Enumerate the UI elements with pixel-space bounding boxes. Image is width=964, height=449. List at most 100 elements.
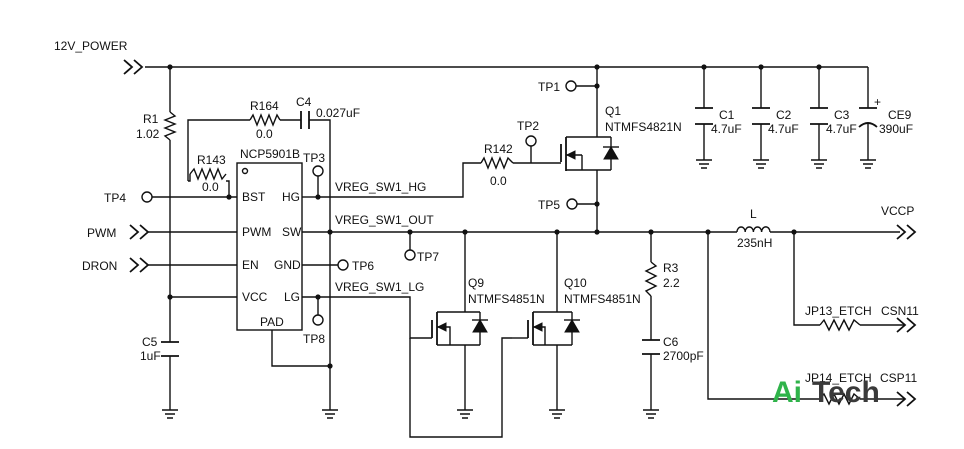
label-tp3: TP3 <box>303 151 325 165</box>
label-q10-value: NTMFS4851N <box>564 292 641 306</box>
net-label-dron: DRON <box>82 259 117 273</box>
ic-pin-sw: SW <box>282 225 302 239</box>
resistor-jp13 <box>819 318 861 332</box>
resistor-r164 <box>249 113 281 127</box>
label-jp13: JP13_ETCH <box>805 304 872 318</box>
ground-icon <box>162 409 178 419</box>
label-ce9-value: 390uF <box>879 122 913 136</box>
ground-icon <box>696 159 712 169</box>
label-l-value: 235nH <box>737 236 772 250</box>
capacitor-c5 <box>161 341 179 357</box>
net-label-hg: VREG_SW1_HG <box>335 180 426 194</box>
resistor-jp14 <box>819 392 861 406</box>
ic-pin-lg: LG <box>284 290 300 304</box>
net-label-csp: CSP11 <box>880 371 917 385</box>
label-c5-ref: C5 <box>142 335 158 349</box>
inductor-l <box>736 226 771 233</box>
test-point-tp2 <box>525 135 537 147</box>
ic-name: NCP5901B <box>240 147 300 161</box>
net-label-sw-out: VREG_SW1_OUT <box>335 213 434 227</box>
label-r164-value: 0.0 <box>256 127 273 141</box>
label-c5-value: 1uF <box>140 349 161 363</box>
net-label-pwm: PWM <box>87 226 116 240</box>
label-tp7: TP7 <box>417 250 439 264</box>
label-r164-ref: R164 <box>250 99 279 113</box>
ground-icon <box>549 409 565 419</box>
mosfet-q9 <box>415 311 488 346</box>
ic-pin-pad: PAD <box>260 315 284 329</box>
label-r143-value: 0.0 <box>202 180 219 194</box>
label-c2-value: 4.7uF <box>768 122 799 136</box>
ic-pin-en: EN <box>242 258 259 272</box>
capacitor-c6 <box>642 339 660 355</box>
ic-pin-pwm: PWM <box>242 225 271 239</box>
test-point-tp6 <box>337 259 349 271</box>
label-q9-ref: Q9 <box>468 276 484 290</box>
port-arrow-csp <box>896 391 917 407</box>
ic-pin-hg: HG <box>282 190 300 204</box>
label-q9-value: NTMFS4851N <box>468 292 545 306</box>
capacitor-c4 <box>300 111 310 129</box>
port-arrow-12v <box>123 59 144 75</box>
watermark-ai: Ai <box>772 376 802 409</box>
port-arrow-csn <box>896 317 917 333</box>
ground-symbols <box>162 159 876 419</box>
label-r142-ref: R142 <box>484 142 513 156</box>
test-point-tp7 <box>404 249 416 261</box>
label-c3-ref: C3 <box>834 108 850 122</box>
port-arrows <box>123 59 917 407</box>
label-tp5: TP5 <box>538 198 560 212</box>
label-c6-value: 2700pF <box>663 349 704 363</box>
label-tp8: TP8 <box>303 332 325 346</box>
test-point-tp3 <box>312 165 324 177</box>
label-ce9-plus: + <box>874 95 881 109</box>
capacitor-c2 <box>752 107 770 125</box>
resistor-r143 <box>189 167 227 181</box>
port-arrow-dron <box>129 257 150 273</box>
capacitor-c3 <box>810 107 828 125</box>
test-point-tp5 <box>566 198 578 210</box>
net-label-12v: 12V_POWER <box>54 39 128 53</box>
net-label-lg: VREG_SW1_LG <box>335 280 424 294</box>
label-jp14: JP14_ETCH <box>805 371 872 385</box>
label-q1-ref: Q1 <box>605 104 621 118</box>
ground-icon <box>811 159 827 169</box>
watermark-logo: Ai Tech <box>772 376 880 409</box>
label-tp4: TP4 <box>104 191 126 205</box>
label-c6-ref: C6 <box>663 335 679 349</box>
mosfet-q1 <box>530 136 619 171</box>
ic-pin-vcc: VCC <box>242 290 268 304</box>
test-point-tp8 <box>312 314 324 326</box>
ground-icon <box>860 159 876 169</box>
label-r3-value: 2.2 <box>663 276 680 290</box>
label-r143-ref: R143 <box>197 153 226 167</box>
label-q10-ref: Q10 <box>564 276 587 290</box>
label-q1-value: NTMFS4821N <box>605 120 682 134</box>
label-c4-ref: C4 <box>296 95 312 109</box>
test-point-tp1 <box>565 80 577 92</box>
port-arrow-vccp <box>896 224 917 240</box>
label-tp6: TP6 <box>352 259 374 273</box>
label-tp1: TP1 <box>538 80 560 94</box>
resistor-r3 <box>644 261 658 297</box>
watermark-tech: Tech <box>812 376 880 409</box>
capacitor-ce9 <box>858 107 878 128</box>
label-r142-value: 0.0 <box>490 174 507 188</box>
resistor-r1 <box>163 111 177 141</box>
label-c4-value: 0.027uF <box>316 106 360 120</box>
label-ce9-ref: CE9 <box>888 108 912 122</box>
label-c1-ref: C1 <box>719 108 735 122</box>
capacitor-c1 <box>695 107 713 125</box>
label-tp2: TP2 <box>517 119 539 133</box>
ground-icon <box>457 409 473 419</box>
resistor-r142 <box>480 156 514 170</box>
label-r1-ref: R1 <box>143 112 159 126</box>
label-r3-ref: R3 <box>663 261 679 275</box>
label-l-ref: L <box>750 207 757 221</box>
wires <box>145 66 905 438</box>
mosfet-q10 <box>512 311 580 346</box>
ic-pin-gnd: GND <box>274 258 301 272</box>
port-arrow-pwm <box>129 224 150 240</box>
net-label-csn: CSN11 <box>881 304 919 318</box>
